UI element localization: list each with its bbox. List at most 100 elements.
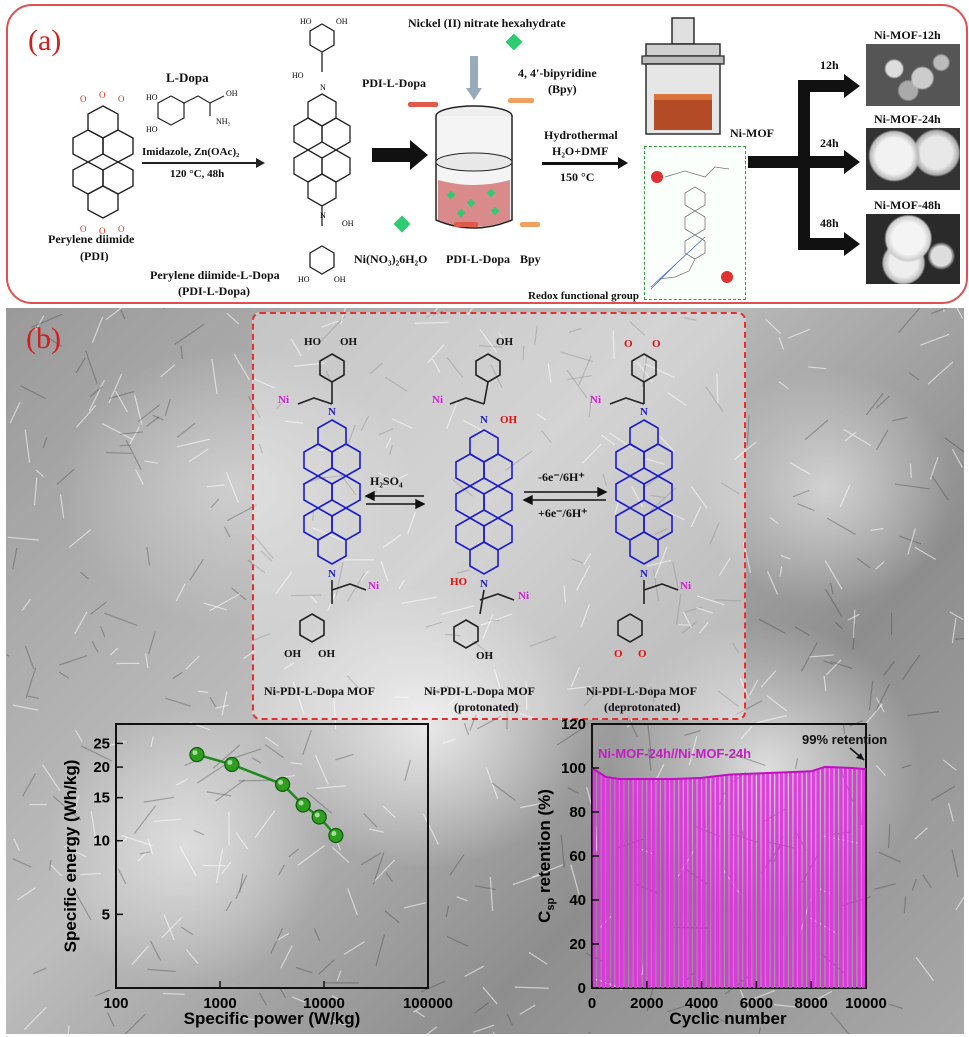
svg-text:O: O — [118, 94, 125, 104]
retention-bar — [743, 773, 747, 988]
reaction-arrow — [142, 162, 260, 164]
sem-flake — [385, 437, 392, 449]
sem-flake — [563, 585, 567, 603]
sem-flake — [80, 571, 89, 580]
svg-text:O: O — [80, 94, 87, 104]
ragone-ytick-label: 10 — [93, 833, 110, 850]
nimof-label: Ni-MOF — [730, 126, 774, 140]
s3-o-top-2: O — [624, 338, 633, 350]
sem-flake — [456, 896, 468, 902]
retention-bar — [830, 767, 834, 988]
retention-bar — [711, 776, 715, 988]
sem-flake — [949, 611, 964, 621]
sem-flake — [175, 583, 186, 602]
sem-flake — [842, 723, 846, 735]
sem-flake — [875, 697, 885, 713]
sem-flake — [283, 662, 295, 670]
sem-flake — [758, 1027, 761, 1034]
sem-flake — [179, 846, 197, 877]
ragone-ylabel: Specific energy (Wh/kg) — [61, 760, 80, 953]
sem-flake — [398, 579, 406, 590]
svg-text:HO: HO — [292, 71, 304, 80]
retention-bar — [766, 773, 770, 988]
retention-bar — [734, 774, 738, 988]
sem-flake — [193, 829, 205, 836]
ragone-series-line — [196, 753, 337, 837]
s2-ni-top: Ni — [432, 394, 443, 406]
sem-flake — [446, 935, 469, 947]
retention-bar — [642, 779, 647, 988]
sem-flake — [942, 759, 957, 771]
sem-flake — [901, 654, 921, 681]
ragone-data-point — [275, 776, 291, 792]
sem-flake — [22, 773, 37, 797]
sem-flake — [144, 460, 159, 464]
sem-flake — [748, 679, 759, 696]
sem-flake — [180, 926, 194, 936]
sem-flake — [413, 1001, 432, 1013]
sem-flake — [426, 1026, 438, 1034]
panel-a-synthesis-scheme: (a) O O O O O O Perylene diimide (PDI) L… — [6, 4, 968, 304]
branch-time-24h: 24h — [820, 136, 839, 150]
retention-xtick-label: 6000 — [740, 995, 773, 1012]
svg-text:O: O — [99, 226, 106, 236]
sem-flake — [175, 778, 188, 786]
retention-bar — [807, 771, 811, 988]
branch-arrowhead-24h — [844, 150, 860, 174]
sem-flake — [875, 561, 885, 570]
pdi-molecule: O O O O O O — [72, 90, 134, 236]
sem-flake — [147, 968, 176, 973]
ragone-xtick-label: 100 — [103, 995, 128, 1012]
solvent-label: H₂O+DMF — [552, 144, 609, 158]
sem-flake — [316, 785, 346, 789]
sem-flake — [53, 796, 82, 821]
sem-flake — [146, 546, 151, 566]
sem-flake — [260, 550, 273, 562]
sem-flake — [163, 914, 175, 940]
legend-ni-salt: Ni(NO₃)₂6H₂O — [354, 252, 428, 266]
sem-flake — [35, 315, 45, 331]
sem-flake — [121, 834, 153, 847]
sem-flake — [172, 671, 183, 679]
sem-flake — [306, 791, 333, 815]
sem-flake — [27, 695, 39, 699]
sem-flake — [682, 611, 692, 629]
sem-flake — [505, 450, 533, 471]
sem-flake — [32, 967, 47, 975]
thumb-title-24h: Ni-MOF-24h — [874, 112, 941, 126]
sem-flake — [899, 535, 922, 545]
sem-flake — [302, 729, 313, 756]
sem-flake — [583, 690, 598, 707]
sem-flake — [407, 511, 417, 535]
sem-flake — [830, 660, 853, 670]
retention-curve — [591, 765, 867, 780]
retention-bar — [770, 772, 775, 988]
sem-flake — [143, 796, 175, 803]
sem-flake — [21, 598, 31, 611]
sem-flake — [264, 744, 284, 759]
retention-xtick-label: 10000 — [845, 995, 887, 1012]
sem-flake — [445, 905, 450, 917]
branch-arrow-48h — [804, 238, 846, 250]
sem-flake — [161, 917, 182, 939]
sem-flake — [766, 695, 788, 712]
s1-oh-bottom: OH — [318, 648, 336, 660]
sem-flake — [575, 565, 591, 591]
sem-flake — [188, 448, 209, 463]
sem-flake — [290, 338, 302, 357]
sem-flake — [954, 638, 964, 640]
sem-flake — [42, 764, 61, 792]
svg-text:OH: OH — [334, 275, 346, 284]
svg-text:OH: OH — [226, 89, 238, 98]
ragone-data-point — [311, 809, 327, 825]
sem-flake — [67, 1025, 70, 1034]
sem-flake — [512, 872, 546, 886]
sem-flake — [875, 395, 890, 409]
retention-ylabel-main: C — [535, 911, 554, 923]
sem-flake — [805, 990, 833, 1007]
sem-flake — [215, 848, 224, 884]
sem-flake — [531, 864, 563, 878]
sem-flake — [59, 494, 65, 519]
ragone-data-point — [295, 797, 311, 813]
product-name: Perylene diimide-L-Dopa — [150, 268, 280, 282]
